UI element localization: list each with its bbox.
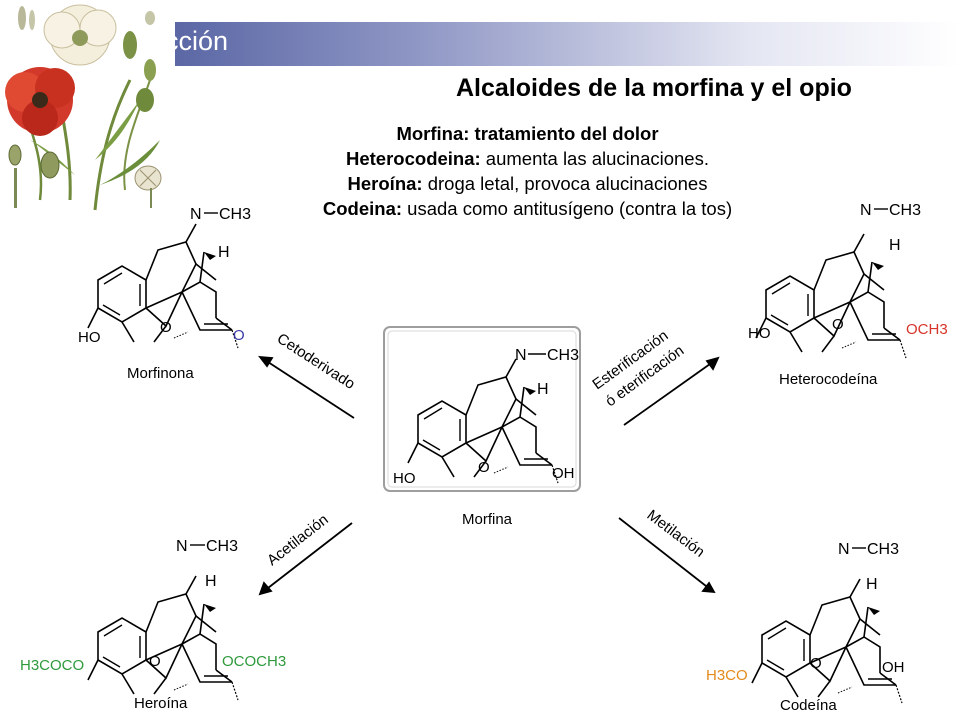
- codeina-h: H: [866, 576, 878, 593]
- heterocodeina-structure: [755, 233, 907, 359]
- morfina-n: N: [515, 347, 527, 364]
- slide-heading: Alcaloides de la morfina y el opio: [456, 74, 852, 102]
- codeina-ring-o: O: [810, 655, 822, 672]
- heroina-name: Heroína: [134, 695, 188, 712]
- morfina-methyl: CH3: [547, 347, 579, 364]
- heterocodeina-methyl: CH3: [889, 202, 921, 219]
- heterocodeina-n: N: [860, 202, 872, 219]
- heroina-ring-o: O: [149, 653, 161, 670]
- arrow-esterificacion-head: [705, 356, 720, 371]
- morfinona-right-sub: O: [233, 327, 245, 344]
- arrow-metilacion: [618, 517, 707, 587]
- arrow-acetilacion: [267, 522, 353, 589]
- heroina-n: N: [176, 538, 188, 555]
- heroina-methyl: CH3: [206, 538, 238, 555]
- heroina-structure: [87, 575, 239, 701]
- morfina-ring-o: O: [478, 459, 490, 476]
- heterocodeina-h: H: [889, 237, 901, 254]
- morfinona-n: N: [190, 206, 202, 223]
- morfinona-left-sub: HO: [78, 329, 101, 346]
- codeina-right-sub: OH: [882, 659, 905, 676]
- heroina-left-sub: H3COCO: [20, 657, 84, 674]
- use-heroina: Heroína: droga letal, provoca alucinacio…: [347, 173, 708, 194]
- use-codeina: Codeina: usada como antitusígeno (contra…: [322, 198, 733, 219]
- heroina-h: H: [205, 573, 217, 590]
- arrow-cetoderivado-head: [258, 355, 274, 368]
- heterocodeina-ring-o: O: [832, 316, 844, 333]
- heroina-right-sub: OCOCH3: [222, 653, 286, 670]
- codeina-n: N: [838, 541, 850, 558]
- morfina-right-sub: OH: [552, 465, 575, 482]
- codeina-left-sub: H3CO: [706, 667, 748, 684]
- title-bar: [120, 22, 960, 66]
- arrow-acetilacion-head: [258, 581, 273, 596]
- use-heterocodeina: Heterocodeina: aumenta las alucinaciones…: [346, 148, 709, 169]
- uses-list: Morfina: tratamiento del dolor Heterocod…: [250, 121, 805, 221]
- arrow-esterificacion: [623, 363, 711, 426]
- morfinona-ring-o: O: [160, 319, 172, 336]
- label-acetilacion: Acetilación: [264, 511, 332, 569]
- label-cetoderivado: Cetoderivado: [274, 330, 358, 393]
- morfinona-name: Morfinona: [127, 365, 194, 382]
- heterocodeina-left-sub: HO: [748, 325, 771, 342]
- arrow-metilacion-head: [701, 581, 716, 594]
- label-metilacion: Metilación: [644, 507, 708, 561]
- morfinona-methyl: CH3: [219, 206, 251, 223]
- heterocodeina-name: Heterocodeína: [779, 371, 878, 388]
- codeina-name: Codeína: [780, 697, 837, 714]
- poppy-illustration: [0, 0, 175, 215]
- codeina-structure: [751, 578, 903, 704]
- morfinona-h: H: [218, 244, 230, 261]
- use-morfina: Morfina: tratamiento del dolor: [396, 123, 659, 144]
- morfina-frame: [383, 326, 581, 492]
- codeina-methyl: CH3: [867, 541, 899, 558]
- morfina-name: Morfina: [462, 511, 513, 528]
- morfina-h: H: [537, 381, 549, 398]
- morfina-left-sub: HO: [393, 470, 416, 487]
- heterocodeina-right-sub: OCH3: [906, 321, 948, 338]
- arrow-cetoderivado: [267, 361, 355, 419]
